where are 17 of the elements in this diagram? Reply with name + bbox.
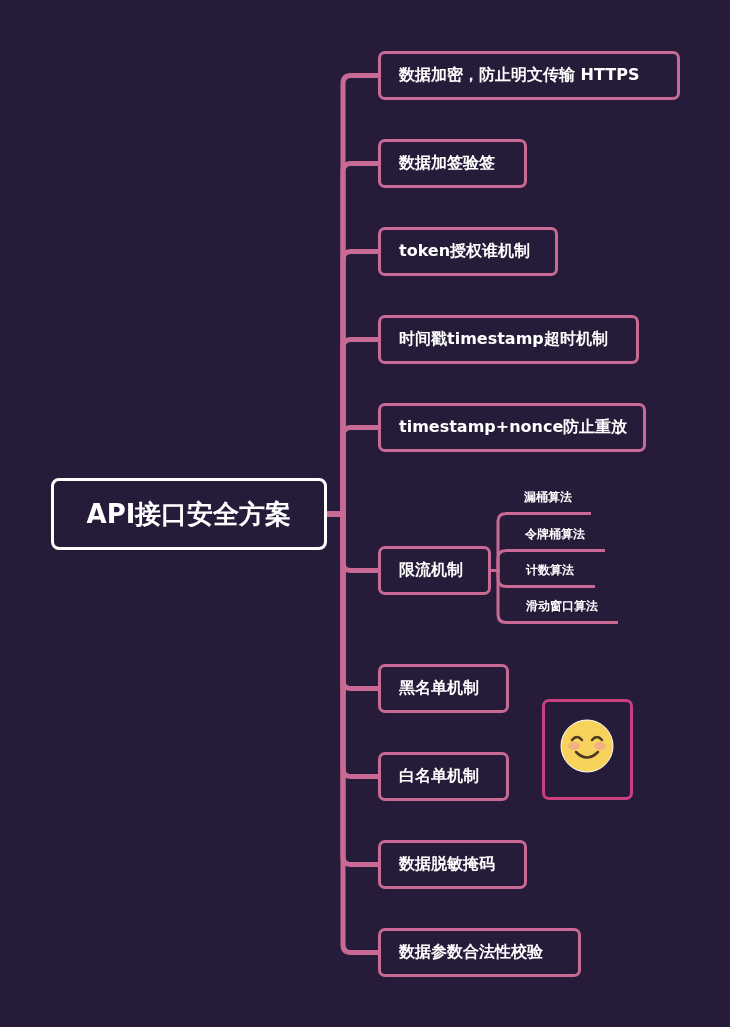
picture-frame bbox=[542, 699, 633, 800]
branch-box: 数据参数合法性校验 bbox=[378, 928, 581, 977]
branch-box: 数据加签验签 bbox=[378, 139, 527, 188]
underlined-label: 漏桶算法 bbox=[505, 489, 591, 515]
branch-box: 限流机制 bbox=[378, 546, 491, 595]
underlined-label: 计数算法 bbox=[505, 562, 595, 588]
branch-box: timestamp+nonce防止重放 bbox=[378, 403, 646, 452]
branch-box: 数据加密，防止明文传输 HTTPS bbox=[378, 51, 680, 100]
branch-box: 白名单机制 bbox=[378, 752, 509, 801]
connector-line bbox=[327, 511, 378, 955]
branch-box: 时间戳timestamp超时机制 bbox=[378, 315, 639, 364]
branch-box: 数据脱敏掩码 bbox=[378, 840, 527, 889]
underlined-label: 令牌桶算法 bbox=[505, 526, 605, 552]
topic-box: API接口安全方案 bbox=[51, 478, 327, 550]
branch-box: 黑名单机制 bbox=[378, 664, 509, 713]
underlined-label: 滑动窗口算法 bbox=[505, 598, 618, 624]
branch-box: token授权谁机制 bbox=[378, 227, 558, 276]
